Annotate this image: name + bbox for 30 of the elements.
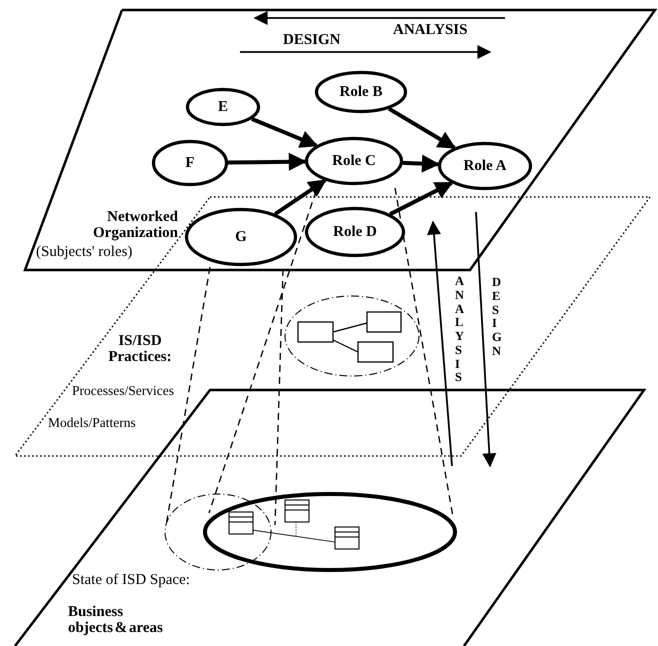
role-ellipse bbox=[305, 207, 405, 257]
layer-label: Processes/Services bbox=[72, 383, 175, 399]
role-ellipse bbox=[186, 88, 260, 126]
arrow bbox=[251, 117, 318, 148]
arrow bbox=[228, 152, 307, 171]
role-ellipse bbox=[152, 140, 228, 186]
role-ellipse bbox=[185, 208, 297, 266]
layer-label: Networked Organization bbox=[92, 209, 178, 241]
direction-label: ANALYSIS bbox=[393, 22, 468, 38]
layer-label: Models/Patterns bbox=[48, 415, 137, 431]
node-label: Role C bbox=[331, 153, 377, 169]
role-ellipse bbox=[305, 137, 403, 185]
arrow bbox=[388, 106, 456, 150]
layer-label: State of ISD Space: bbox=[72, 572, 191, 588]
node-label: E bbox=[216, 99, 229, 115]
direction-label: ANALYSIS bbox=[455, 275, 472, 385]
arrow bbox=[402, 154, 440, 173]
layer-label: (Subjects' roles) bbox=[36, 244, 134, 260]
role-ellipse bbox=[315, 71, 407, 113]
arrow bbox=[389, 181, 454, 216]
direction-label: DESIGN bbox=[283, 32, 341, 48]
node-label: F bbox=[184, 155, 196, 171]
layer-label: IS/ISD Practices: bbox=[107, 333, 173, 365]
node-label: G bbox=[234, 229, 248, 245]
role-ellipse bbox=[438, 142, 532, 190]
direction-label: DESIGN bbox=[492, 276, 508, 358]
node-label: Role D bbox=[332, 224, 378, 240]
node-label: Role A bbox=[462, 158, 508, 174]
node-label: Role B bbox=[338, 84, 384, 100]
layer-label: Business objects & areas bbox=[68, 604, 164, 636]
